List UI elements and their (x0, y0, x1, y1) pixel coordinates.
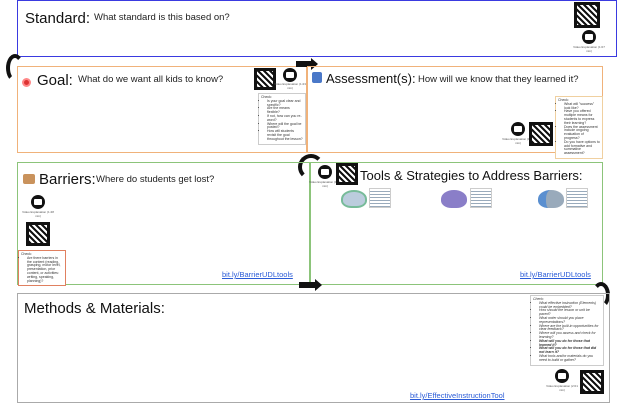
recognition-notes (369, 188, 391, 208)
assessment-title: Assessment(s): (326, 71, 416, 86)
affective-notes (566, 188, 588, 208)
brain-strategic-icon (441, 190, 467, 208)
check-item: Where are the built-in opportunities for… (539, 324, 601, 333)
qr-code[interactable] (336, 163, 358, 185)
check-item: Where will you assess and check for lear… (539, 331, 601, 340)
right-arrow-icon (296, 58, 318, 70)
right-arrow-icon (299, 279, 322, 291)
check-title: Check: (261, 95, 272, 99)
qr-code[interactable] (580, 370, 604, 394)
barriers-checklist: Check: Are there barriers in the content… (18, 250, 66, 287)
video-caption: Video Explanation (1:48 min) (22, 210, 54, 218)
brain-affective-icon (538, 190, 564, 208)
video-caption: Video Explanation (1:23 min) (274, 82, 306, 90)
check-item: What tools and/or materials do you need … (539, 354, 601, 363)
check-title: Check: (558, 98, 569, 102)
qr-code[interactable] (574, 2, 600, 28)
barrier-tools-link[interactable]: bit.ly/BarrierUDLtools (222, 270, 293, 279)
video-caption: Video Explanation (1:38 min) (309, 180, 341, 188)
video-caption: Video Explanation (2:01 min) (546, 384, 578, 392)
check-item: Is your goal clear and specific? (267, 99, 303, 108)
check-title: Check: (533, 297, 544, 301)
assessment-question: How will we know that they learned it? (418, 74, 579, 85)
check-item: What will you do for those that did not … (539, 347, 601, 355)
video-icon[interactable] (283, 68, 297, 82)
effective-instruction-link[interactable]: bit.ly/EffectiveInstructionTool (410, 391, 505, 400)
standard-title: Standard: (25, 10, 91, 27)
tools-title: Tools & Strategies to Address Barriers: (360, 168, 583, 183)
flow-arrow-icon (298, 154, 324, 180)
check-item: Are there barriers in the content (readi… (27, 256, 63, 284)
goal-checklist: Check: Is your goal clear and specific?A… (258, 93, 306, 145)
video-icon[interactable] (511, 122, 525, 136)
video-icon[interactable] (31, 195, 45, 209)
check-item: What order should you place representati… (539, 316, 601, 325)
barrier-icon (23, 174, 35, 184)
tools-section (310, 162, 603, 285)
qr-code[interactable] (254, 68, 276, 90)
standard-section (17, 0, 617, 57)
video-caption: Video Explanation (1:07 min) (573, 45, 605, 53)
check-item: What will "success" look like? (564, 102, 600, 111)
flow-arrow-icon (6, 54, 24, 82)
methods-checklist: Check: What effective instruction (Eleme… (530, 295, 604, 366)
qr-code[interactable] (529, 122, 553, 146)
barriers-question: Where do students get lost? (96, 174, 215, 185)
check-item: Does the assessment include ongoing eval… (564, 125, 600, 141)
check-item: Have you offered multiple means for stud… (564, 109, 600, 125)
check-item: Are the means flexible? (267, 107, 303, 115)
check-item: Where will the goal be posted? (267, 122, 303, 131)
goal-section (17, 66, 307, 153)
check-item: Do you have options to add formative and… (564, 140, 600, 156)
check-item: What effective instruction (Elements) co… (539, 301, 601, 310)
check-item: What will you do for those that learned … (539, 339, 601, 348)
check-item: How should the lesson or unit be paced? (539, 309, 601, 317)
video-icon[interactable] (555, 369, 569, 383)
video-icon[interactable] (318, 165, 332, 179)
brain-recognition-icon (341, 190, 367, 208)
thumbs-up-icon (312, 72, 322, 83)
goal-title: Goal: (37, 72, 73, 89)
barriers-section (17, 162, 310, 285)
strategic-notes (470, 188, 492, 208)
flow-arrow-icon (592, 282, 610, 308)
goal-question: What do we want all kids to know? (78, 74, 224, 85)
video-icon[interactable] (582, 30, 596, 44)
assessment-checklist: Check: What will "success" look like?Hav… (555, 96, 603, 159)
standard-question: What standard is this based on? (94, 12, 230, 23)
check-item: How will students revisit the goal throu… (267, 129, 303, 141)
video-caption: Video Explanation (1:46 min) (502, 137, 534, 145)
qr-code[interactable] (26, 222, 50, 246)
check-title: Check: (21, 252, 32, 256)
check-item: If not, how can you re-word? (267, 114, 303, 123)
target-icon (22, 78, 31, 87)
barriers-title: Barriers: (39, 171, 96, 188)
methods-title: Methods & Materials: (24, 300, 165, 317)
tools-link[interactable]: bit.ly/BarrierUDLtools (520, 270, 591, 279)
